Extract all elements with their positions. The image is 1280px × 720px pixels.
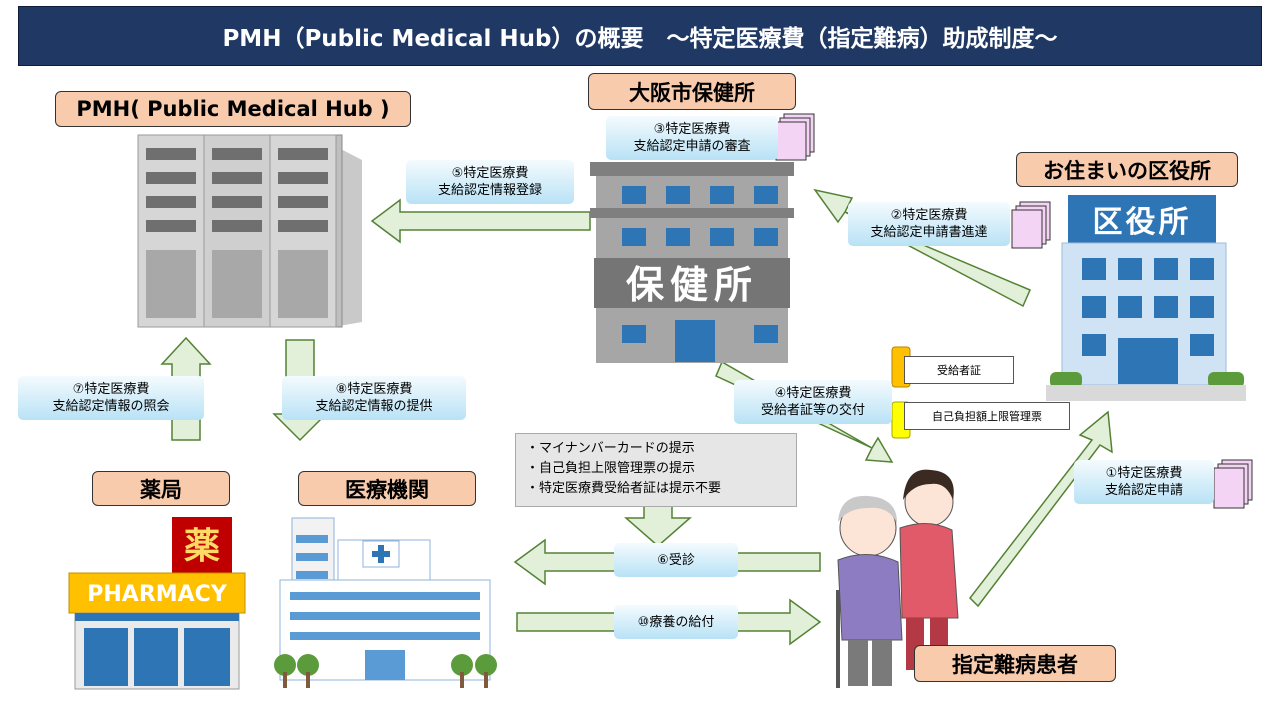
note-line: ・マイナンバーカードの提示 [526,441,695,456]
page-title: PMH（Public Medical Hub）の概要 ～特定医療費（指定難病）助… [18,6,1262,66]
step-4-label: ④特定医療費受給者証等の交付 [734,380,892,424]
label-medical-institution: 医療機関 [298,471,476,506]
ward-office-sign: 区役所 [1093,205,1192,240]
hospital-illustration [274,517,497,688]
note-line: ・自己負担上限管理票の提示 [526,461,696,476]
label-patient: 指定難病患者 [914,645,1116,682]
health-center-sign: 保健所 [626,263,758,307]
document-icons [775,113,1253,509]
label-pharmacy: 薬局 [92,471,230,506]
pharmacy-illustration: 薬 PHARMACY [68,517,246,690]
arrow-1-to-ward-office [969,410,1113,608]
server-rack-illustration [137,134,362,328]
pharmacy-kanji-sign: 薬 [184,526,220,567]
pharmacy-sign: PHARMACY [87,582,228,607]
step-10-label: ⑩療養の給付 [614,605,738,639]
certificate-slip: 受給者証 [904,356,1014,384]
label-pmh: PMH( Public Medical Hub ) [55,91,411,127]
arrow-2-to-health-center [813,188,1031,308]
self-pay-limit-slip: 自己負担額上限管理票 [904,402,1070,430]
step-8-label: ⑧特定医療費支給認定情報の提供 [282,376,466,420]
step-3-label: ③特定医療費支給認定申請の審査 [606,116,778,160]
health-center-building-illustration: 保健所 [590,162,794,363]
label-ward-office: お住まいの区役所 [1016,152,1238,187]
step-2-label: ②特定医療費支給認定申請書進達 [848,202,1010,246]
step-6-label: ⑥受診 [614,543,738,577]
arrow-5-to-pmh [370,198,591,244]
step-5-label: ⑤特定医療費支給認定情報登録 [406,160,574,204]
ward-office-building-illustration: 区役所 [1046,195,1246,401]
step-1-label: ①特定医療費支給認定申請 [1074,460,1214,504]
presentation-note-box: ・マイナンバーカードの提示 ・自己負担上限管理票の提示 ・特定医療費受給者証は提… [515,433,797,507]
label-health-center: 大阪市保健所 [588,73,796,110]
note-line: ・特定医療費受給者証は提示不要 [526,481,722,496]
step-7-label: ⑦特定医療費支給認定情報の照会 [18,376,204,420]
